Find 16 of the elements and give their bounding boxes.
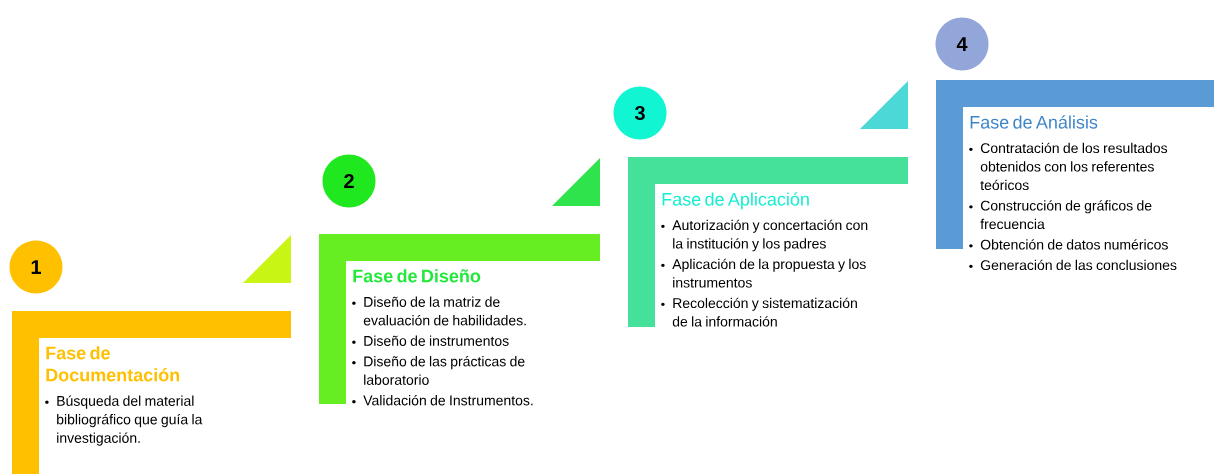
bullet-item: Búsqueda del material bibliográfico que guía la investigación. — [57, 395, 203, 446]
bullet-item: Recolección y sistematización de la información — [672, 297, 857, 327]
phase-heading: Fase de Análisis — [970, 115, 1098, 129]
bullet-item: Construcción de gráficos de frecuencia — [980, 200, 1152, 230]
bullet-item: Contratación de los resultados obtenidos con los referentes teóricos — [980, 142, 1168, 191]
bullet-item: Diseño de la matriz de evaluación de habilidades. — [363, 296, 526, 326]
bullet-item: Validación de Instrumentos. — [363, 394, 533, 406]
bullet-item: Generación de las conclusiones — [980, 259, 1177, 271]
bullet-item: Autorización y concertación con la institución y los padres — [672, 219, 868, 252]
bullet-item: Aplicación de la propuesta y los instrumentos — [672, 258, 866, 288]
bullet-item: Diseño de las prácticas de laboratorio — [364, 355, 525, 385]
phase-heading: Fase de Aplicación — [662, 192, 809, 210]
bullet-item: Obtención de datos numéricos — [980, 239, 1168, 250]
bullet-item: Diseño de instrumentos — [364, 335, 509, 346]
phase-heading: Fase de Diseño — [353, 269, 481, 283]
phase-heading: Fase de Documentación — [46, 346, 180, 382]
